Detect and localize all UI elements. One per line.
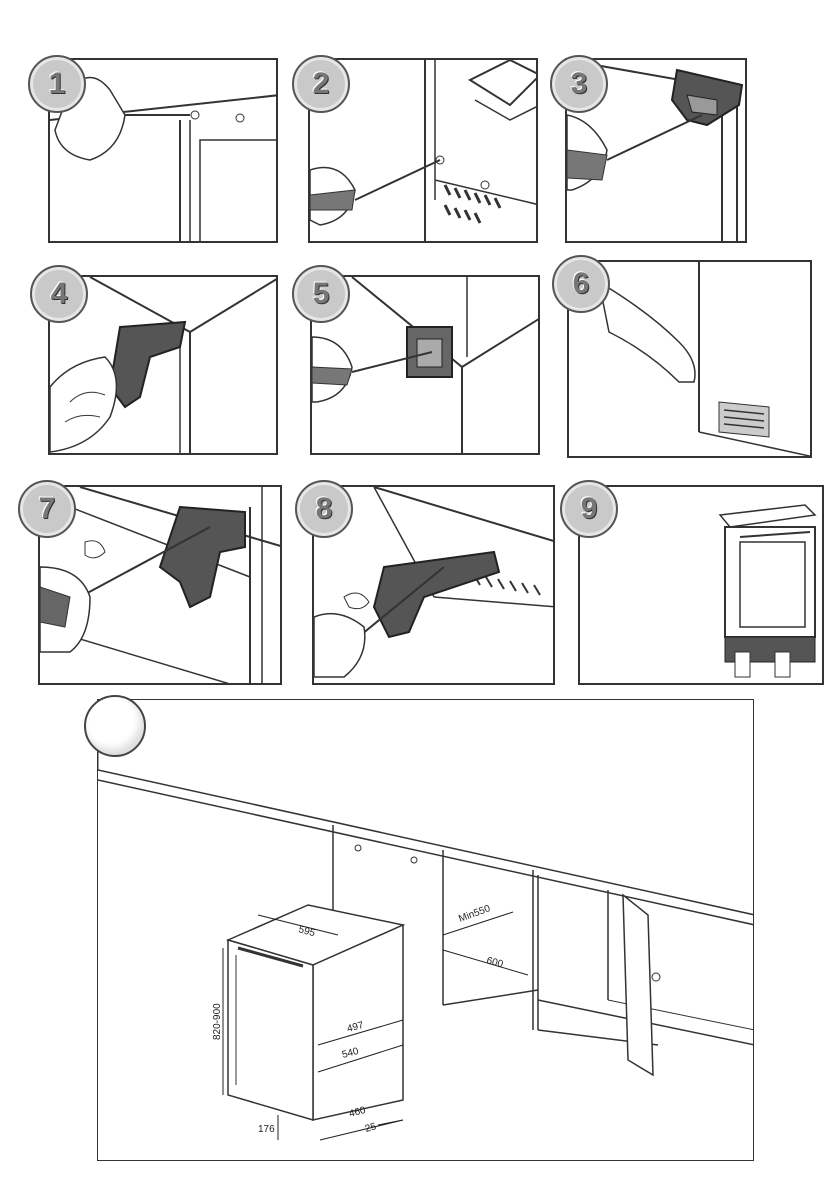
installation-diagram-panel: 595 820-900 497 540 460 176 25 Min550 60… (97, 699, 754, 1161)
step-8-number: 8 (316, 492, 333, 526)
step-6-number: 6 (573, 267, 590, 301)
dim-min-depth: Min550 (457, 903, 492, 925)
step-3-number: 3 (571, 67, 588, 101)
step-7-badge: 7 (18, 480, 76, 538)
step-7-number: 7 (39, 492, 56, 526)
step-3-badge: 3 (550, 55, 608, 113)
dim-height-range: 820-900 (212, 1003, 223, 1040)
step-8-badge: 8 (295, 480, 353, 538)
step-9-number: 9 (581, 492, 598, 526)
step-1-badge: 1 (28, 55, 86, 113)
dim-176: 176 (258, 1124, 275, 1135)
installation-badge (84, 695, 146, 757)
step-1-number: 1 (49, 67, 66, 101)
dim-25: 25 (364, 1121, 378, 1135)
step-4-badge: 4 (30, 265, 88, 323)
step-2-badge: 2 (292, 55, 350, 113)
step-4-number: 4 (51, 277, 68, 311)
step-7-illustration (40, 487, 282, 685)
step-2-number: 2 (313, 67, 330, 101)
step-5-badge: 5 (292, 265, 350, 323)
installation-drawing: 595 820-900 497 540 460 176 25 Min550 60… (98, 700, 754, 1161)
step-5-number: 5 (313, 277, 330, 311)
dim-600: 600 (485, 955, 504, 970)
step-6-badge: 6 (552, 255, 610, 313)
step-9-badge: 9 (560, 480, 618, 538)
